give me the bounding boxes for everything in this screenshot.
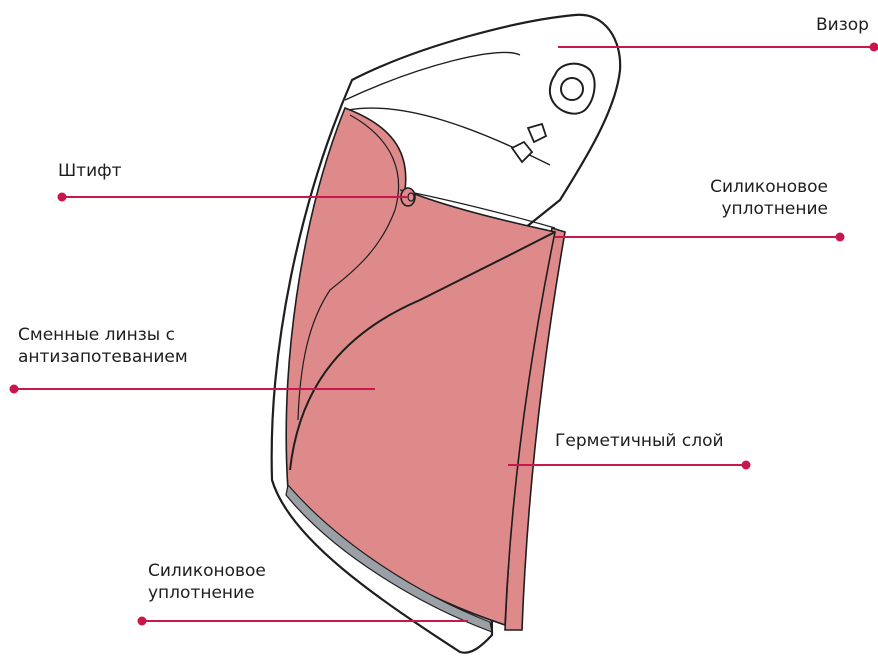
label-visor: Визор — [816, 14, 869, 36]
label-lens-line1: Сменные линзы с — [18, 324, 188, 346]
label-sealed-layer: Герметичный слой — [555, 430, 724, 452]
label-pin: Штифт — [58, 160, 122, 182]
label-seal-top-line1: Силиконовое — [700, 176, 828, 198]
label-lens-line2: антизапотеванием — [18, 346, 188, 368]
label-seal-top-line2: уплотнение — [700, 198, 828, 220]
leader-seal-top — [555, 233, 845, 242]
pivot-mechanism — [550, 64, 595, 114]
label-lens: Сменные линзы с антизапотеванием — [18, 324, 188, 368]
label-seal-bottom: Силиконовое уплотнение — [148, 560, 266, 604]
label-seal-bottom-line1: Силиконовое — [148, 560, 266, 582]
label-seal-bottom-line2: уплотнение — [148, 582, 266, 604]
label-seal-top: Силиконовое уплотнение — [700, 176, 828, 220]
leader-sealed-layer — [508, 461, 751, 470]
